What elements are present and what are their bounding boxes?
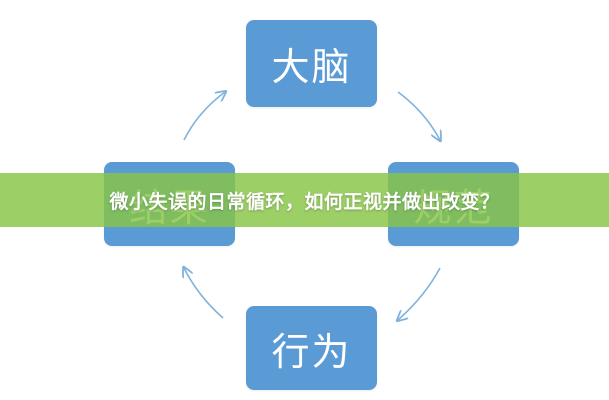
arrow-behavior-to-result xyxy=(184,268,224,319)
banner-title: 微小失误的日常循环，如何正视并做出改变？ xyxy=(109,190,500,213)
node-brain-label: 大脑 xyxy=(271,45,352,89)
arrow-result-to-brain xyxy=(183,92,225,141)
arrow-brain-to-norms xyxy=(397,91,440,140)
arrow-norms-to-behavior xyxy=(398,267,441,320)
node-behavior-label: 行为 xyxy=(271,329,352,374)
node-brain: 大脑 xyxy=(246,20,377,107)
node-behavior: 行为 xyxy=(246,306,377,390)
title-banner: 微小失误的日常循环，如何正视并做出改变？ xyxy=(0,173,609,227)
